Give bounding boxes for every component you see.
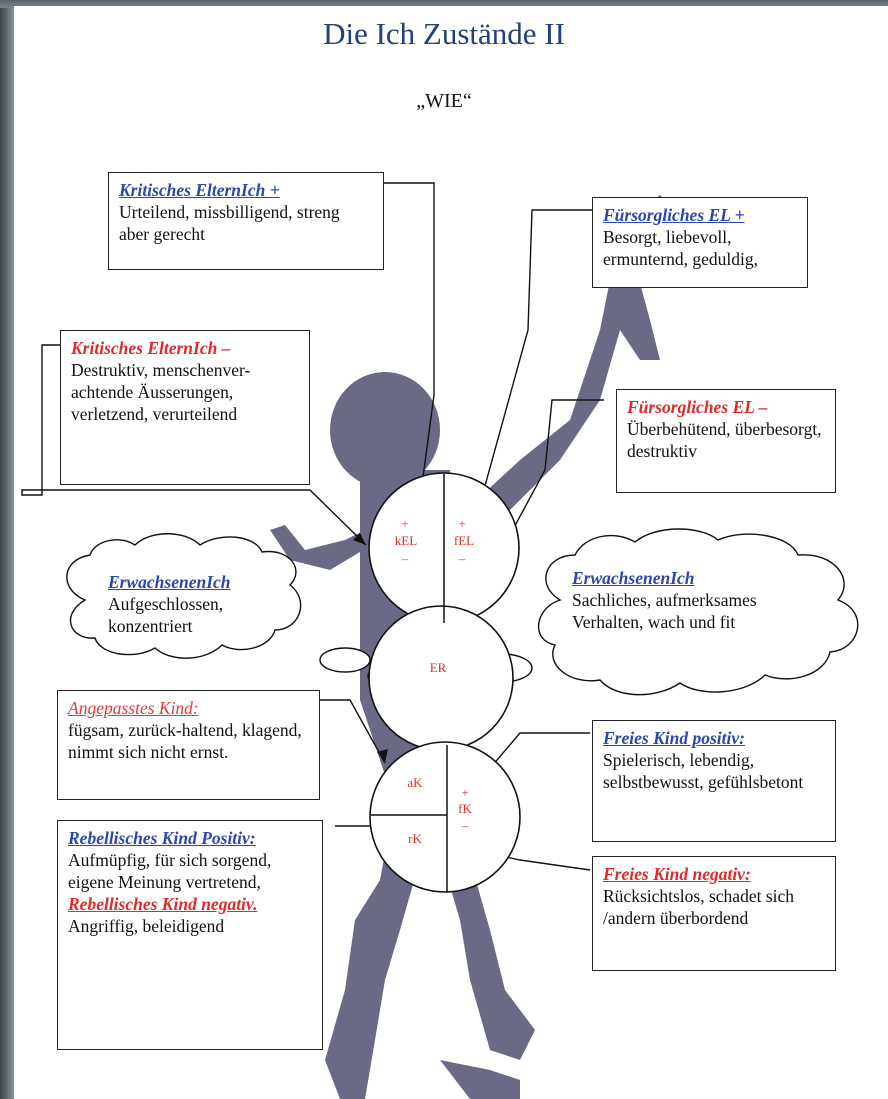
circle-kind: [370, 742, 520, 892]
box-kel-pos-heading: Kritisches ElternIch +: [119, 179, 373, 201]
cloud-right-text: ErwachsenenIch Sachliches, aufmerksames …: [572, 567, 802, 633]
page-subtitle: „WIE“: [0, 90, 888, 113]
page-title: Die Ich Zustände II: [0, 16, 888, 52]
box-fk-pos-heading: Freies Kind positiv:: [603, 727, 825, 749]
fk-minus: –: [455, 818, 475, 834]
box-kel-neg-body: Destruktiv, menschenver-achtende Äusseru…: [71, 359, 299, 425]
box-rk-pos-body: Aufmüpfig, für sich sorgend, eigene Mein…: [68, 849, 312, 893]
box-fk-neg-heading: Freies Kind negativ:: [603, 863, 825, 885]
box-rk-neg-heading: Rebellisches Kind negativ.: [68, 893, 312, 915]
box-fel-pos-heading: Fürsorgliches EL +: [603, 204, 797, 226]
box-angepasstes-kind: Angepasstes Kind: fügsam, zurück-haltend…: [57, 690, 320, 800]
cloud-left-body: Aufgeschlossen, konzentriert: [108, 594, 223, 636]
cloud-right-body: Sachliches, aufmerksames Verhalten, wach…: [572, 590, 757, 632]
kel-minus: –: [395, 551, 415, 567]
box-fel-neg-body: Überbehütend, überbesorgt, destruktiv: [627, 418, 825, 462]
kel-plus: +: [395, 516, 415, 532]
box-ak-heading: Angepasstes Kind:: [68, 697, 309, 719]
cloud-left-heading: ErwachsenenIch: [108, 571, 278, 593]
fk-plus: +: [455, 785, 475, 801]
er-label: ER: [424, 660, 452, 676]
box-rk-pos-heading: Rebellisches Kind Positiv:: [68, 827, 312, 849]
fel-label: fEL: [450, 533, 478, 549]
fel-plus: +: [452, 516, 472, 532]
cloud-left-text: ErwachsenenIch Aufgeschlossen, konzentri…: [108, 571, 278, 637]
box-fel-neg-heading: Fürsorgliches EL –: [627, 396, 825, 418]
box-fk-neg-body: Rücksichtslos, schadet sich /andern über…: [603, 885, 825, 929]
kel-label: kEL: [388, 533, 424, 549]
box-fuersorgliches-el-positiv: Fürsorgliches EL + Besorgt, liebevoll, e…: [592, 197, 808, 288]
cloud-right-heading: ErwachsenenIch: [572, 567, 802, 589]
box-kel-pos-body: Urteilend, missbilligend, streng aber ge…: [119, 201, 373, 245]
fk-label: fK: [452, 801, 478, 817]
box-kritisches-elternich-positiv: Kritisches ElternIch + Urteilend, missbi…: [108, 172, 384, 270]
box-rk-neg-body: Angriffig, beleidigend: [68, 915, 312, 937]
ak-label: aK: [402, 775, 428, 791]
box-ak-body: fügsam, zurück-haltend, klagend, nimmt s…: [68, 719, 309, 763]
box-fel-pos-body: Besorgt, liebevoll, ermunternd, geduldig…: [603, 226, 797, 270]
box-freies-kind-positiv: Freies Kind positiv: Spielerisch, lebend…: [592, 720, 836, 842]
box-kel-neg-heading: Kritisches ElternIch –: [71, 337, 299, 359]
fel-minus: –: [452, 551, 472, 567]
box-rebellisches-kind: Rebellisches Kind Positiv: Aufmüpfig, fü…: [57, 820, 323, 1050]
box-freies-kind-negativ: Freies Kind negativ: Rücksichtslos, scha…: [592, 856, 836, 971]
circle-erwachsenen: [369, 606, 513, 750]
box-fk-pos-body: Spielerisch, lebendig, selbstbewusst, ge…: [603, 749, 825, 793]
box-fuersorgliches-el-negativ: Fürsorgliches EL – Überbehütend, überbes…: [616, 389, 836, 493]
box-kritisches-elternich-negativ: Kritisches ElternIch – Destruktiv, mensc…: [60, 330, 310, 485]
rk-label: rK: [402, 831, 428, 847]
